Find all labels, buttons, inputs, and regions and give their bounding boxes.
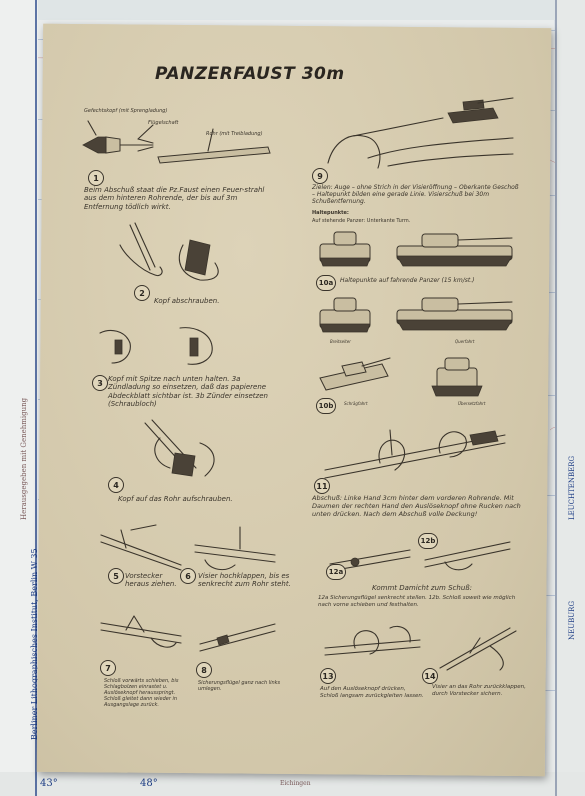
figure-1-number: 1: [88, 170, 104, 186]
tanks-moving-sketch: [312, 292, 522, 344]
figure-12-heading: Kommt Damicht zum Schuß:: [372, 584, 473, 592]
haltepunkte-heading: Haltepunkte:: [312, 210, 349, 216]
figure-3-number: 3: [92, 375, 108, 391]
fig1-label-tube: Rohr (mit Treibladung): [206, 131, 263, 137]
figure-5-caption: Vorstecker heraus ziehen.: [125, 572, 177, 589]
figure-5-sketch: [96, 520, 186, 574]
figure-4-sketch: [130, 418, 230, 487]
figure-8-number: 8: [196, 662, 212, 678]
figure-12a-number: 12a: [326, 564, 346, 580]
figure-10b-number: 10b: [316, 398, 336, 414]
figure-9-number: 9: [312, 168, 328, 184]
figure-8-sketch: [195, 612, 280, 661]
figure-6-number: 6: [180, 568, 196, 584]
haltepunkte-sub: Auf stehende Panzer: Unterkante Turm.: [312, 218, 411, 224]
figure-4-number: 4: [108, 477, 124, 493]
figure-4-caption: Kopf auf das Rohr aufschrauben.: [118, 495, 233, 503]
figure-11-sketch: [320, 415, 510, 489]
tanks-standing-sketch: [312, 226, 522, 278]
map-place-3: Eichingen: [280, 780, 311, 787]
figure-7-sketch: [96, 608, 186, 657]
map-place-1: LEUCHTENBERG: [568, 455, 576, 520]
figure-11-caption: Abschuß: Linke Hand 3cm hinter dem vorde…: [312, 494, 521, 518]
figure-10a-caption: Haltepunkte auf fahrende Panzer (15 km/s…: [340, 277, 475, 284]
figure-14-number: 14: [422, 668, 438, 684]
label-querfahrt: Querfahrt: [455, 339, 475, 344]
label-breitseiter: Breitseiter: [330, 339, 351, 344]
sheet-title: PANZERFAUST 30m: [155, 64, 345, 84]
map-place-2: NEUBURG: [568, 600, 576, 640]
figure-5-number: 5: [108, 568, 124, 584]
figure-13-sketch: [320, 618, 425, 672]
fig1-label-shaft: Flügelschaft: [148, 120, 179, 126]
figure-10a-number: 10a: [316, 275, 336, 291]
tanks-angle-sketch: [312, 350, 522, 404]
figure-8-caption: Sicherungsflügel ganz nach links umlegen…: [198, 680, 281, 692]
figure-12b-sketch: [420, 532, 515, 576]
fig1-label-head: Gefechtskopf (mit Sprengladung): [84, 108, 168, 114]
figure-12-caption: 12a Sicherungsflügel senkrecht stellen. …: [318, 595, 516, 608]
label-uebersetzfahrt: Übersetzfahrt: [458, 401, 486, 406]
map-degree-2: 48°: [140, 778, 158, 789]
figure-12b-number: 12b: [418, 533, 438, 549]
figure-1-diagram: [78, 115, 273, 179]
figure-2-number: 2: [134, 285, 150, 301]
figure-14-caption: Visier an das Rohr zurückklappen, durch …: [432, 684, 526, 697]
figure-6-sketch: [190, 525, 280, 579]
figure-13-number: 13: [320, 668, 336, 684]
figure-9-sketch: [308, 88, 518, 177]
figure-3-sketch: [90, 318, 240, 377]
label-schraegfahrt: Schrägfahrt: [344, 401, 368, 406]
figure-14-sketch: [430, 618, 520, 677]
figure-6-caption: Visier hochklappen, bis es senkrecht zum…: [198, 572, 291, 589]
figure-7-number: 7: [100, 660, 116, 676]
figure-2-caption: Kopf abschrauben.: [154, 297, 220, 305]
map-degree-1: 43°: [40, 778, 58, 789]
figure-13-caption: Auf den Auslöseknopf drücken, Schloß lan…: [320, 686, 424, 699]
figure-3-caption: Kopf mit Spitze nach unten halten. 3a Zü…: [108, 375, 268, 409]
figure-9-caption: Zielen: Auge – ohne Strich in der Visier…: [312, 184, 519, 206]
figure-2-sketch: [105, 215, 235, 289]
figure-7-caption: Schloß vorwärts schieben, bis Schlagbolz…: [104, 678, 179, 708]
map-upper-text: Herausgegeben mit Genehmigung: [20, 397, 28, 520]
figure-1-caption: Beim Abschuß staat die Pz.Faust einen Fe…: [84, 186, 265, 211]
figure-11-number: 11: [314, 478, 330, 494]
